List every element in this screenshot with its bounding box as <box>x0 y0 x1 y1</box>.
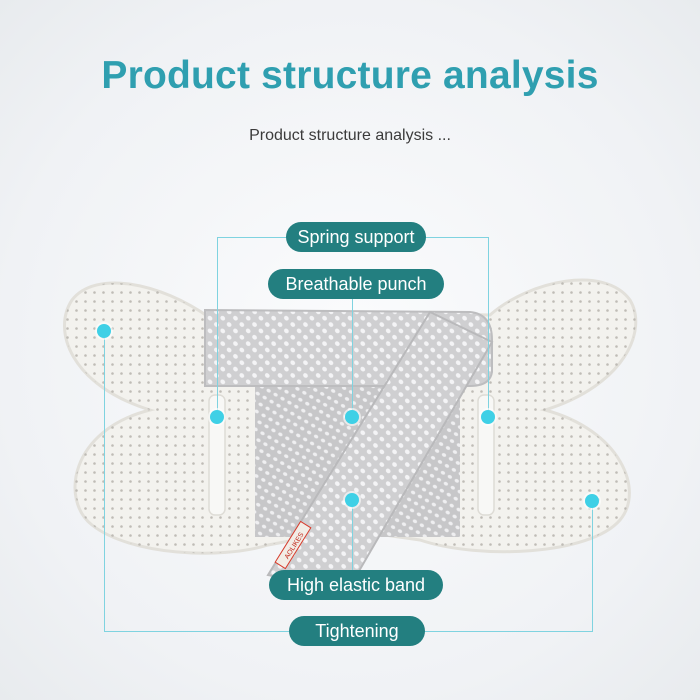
label-tightening: Tightening <box>289 616 425 646</box>
leader-spring-right-h <box>425 237 489 238</box>
leader-tighten-left-h <box>104 631 289 632</box>
page-subtitle: Product structure analysis ... <box>249 127 451 144</box>
label-high-elastic-band: High elastic band <box>269 570 443 600</box>
marker-dot-spring-right <box>481 410 495 424</box>
marker-dot-left-wing <box>97 324 111 338</box>
leader-tighten-right-v <box>592 502 593 632</box>
label-breathable-punch: Breathable punch <box>268 269 444 299</box>
leader-tighten-left-v <box>104 332 105 632</box>
label-spring-support: Spring support <box>286 222 426 252</box>
marker-dot-right-wing <box>585 494 599 508</box>
leader-breathable <box>352 299 353 415</box>
leader-spring-left-h <box>217 237 292 238</box>
leader-tighten-right-h <box>424 631 593 632</box>
spring-strip-right <box>477 394 495 516</box>
leader-spring-right-v <box>488 237 489 417</box>
marker-dot-band <box>345 493 359 507</box>
marker-dot-spring-left <box>210 410 224 424</box>
marker-dot-mesh <box>345 410 359 424</box>
leader-elastic <box>352 500 353 570</box>
page-title: Product structure analysis <box>101 54 599 97</box>
leader-spring-left-v <box>217 237 218 417</box>
